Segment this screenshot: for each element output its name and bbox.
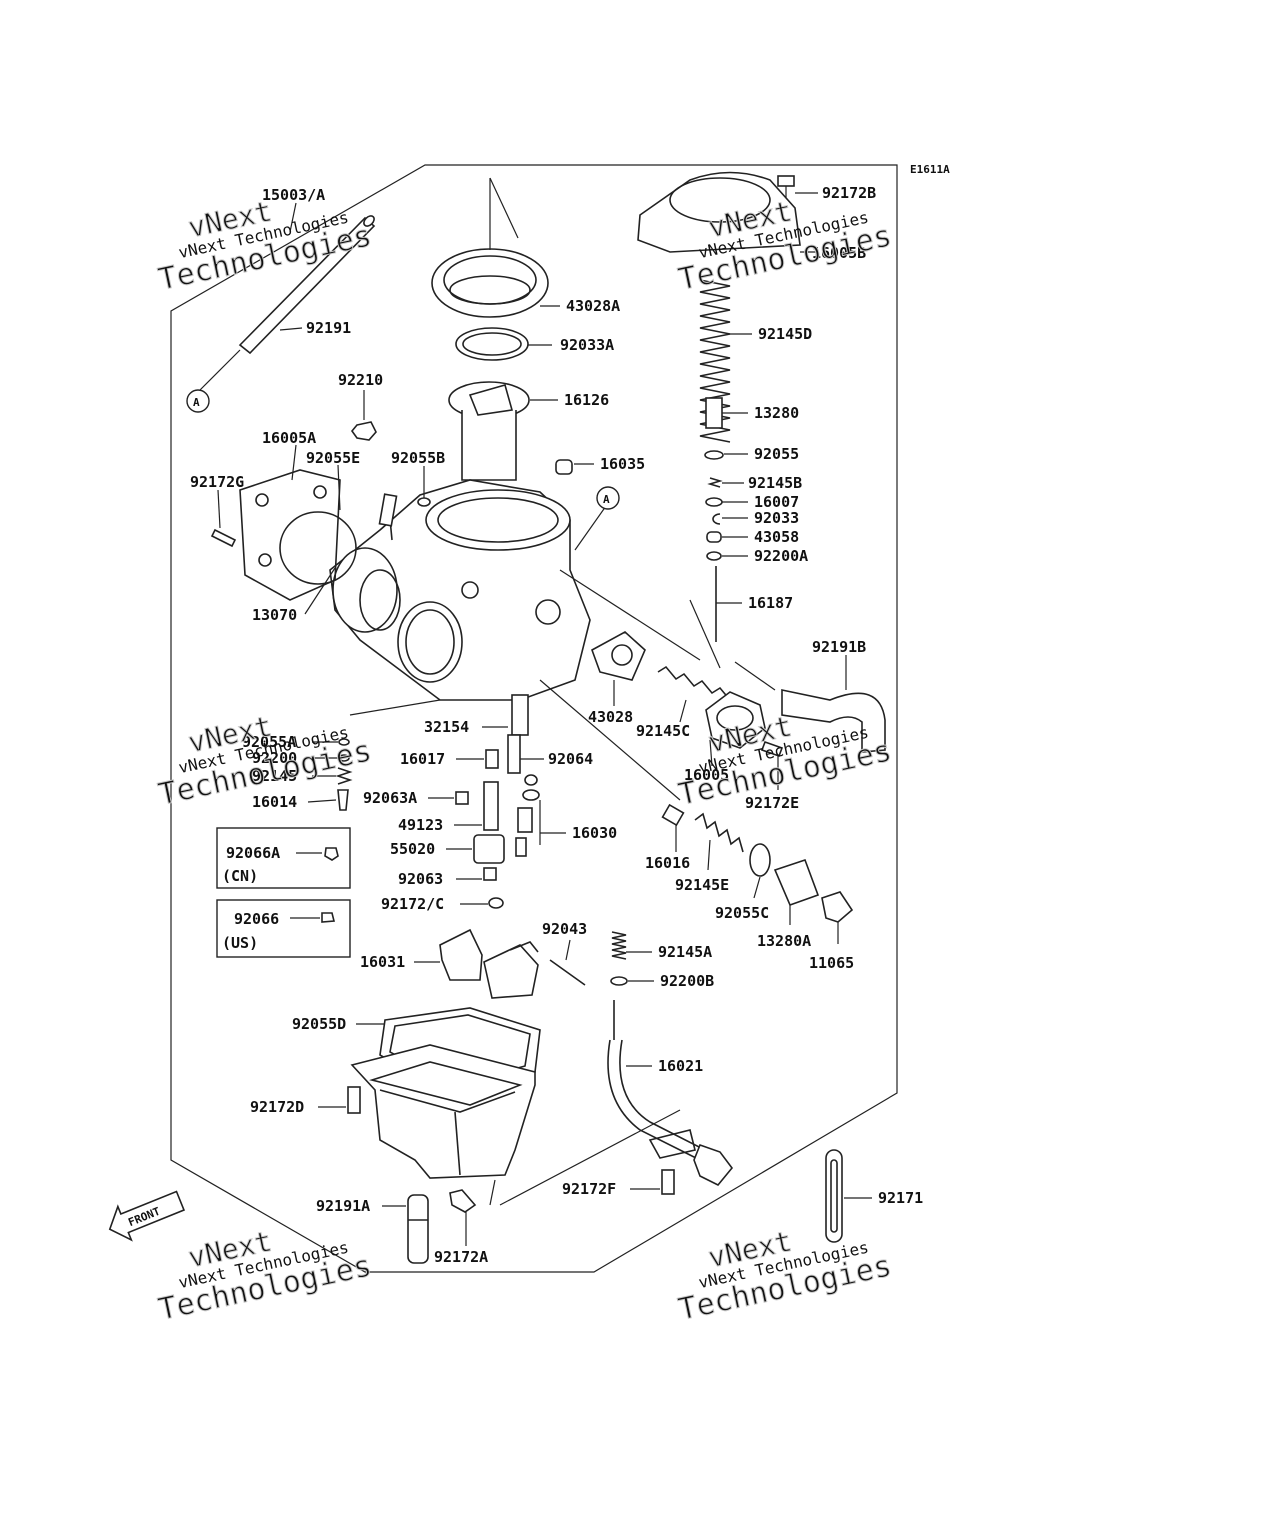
label-92033: 92033: [754, 509, 799, 527]
label-92172g: 92172G: [190, 473, 244, 491]
label-43028a: 43028A: [566, 297, 620, 315]
label-43028: 43028: [588, 708, 633, 726]
label-92033a: 92033A: [560, 336, 614, 354]
assembly-outline: [170, 164, 898, 1273]
variant-us-part: 92066: [234, 910, 279, 928]
callouts: 15003/A 92191 A 92210 16005A 92055E 9205…: [186, 184, 923, 1266]
label-92172e: 92172E: [745, 794, 799, 812]
label-16030: 16030: [572, 824, 617, 842]
label-92172a: 92172A: [434, 1248, 488, 1266]
label-92171: 92171: [878, 1189, 923, 1207]
label-92145d: 92145D: [758, 325, 812, 343]
label-13280a: 13280A: [757, 932, 811, 950]
label-92055: 92055: [754, 445, 799, 463]
variant-box-us: 92066 (US): [216, 899, 351, 958]
label-16126: 16126: [564, 391, 609, 409]
label-a-left: A: [193, 396, 200, 409]
variant-cn-part: 92066A: [226, 844, 280, 862]
variant-us-region: (US): [222, 934, 258, 952]
label-92064: 92064: [548, 750, 593, 768]
label-92172-c: 92172/C: [381, 895, 444, 913]
parts-artwork: [197, 171, 886, 1264]
label-92200a: 92200A: [754, 547, 808, 565]
label-92145c: 92145C: [636, 722, 690, 740]
front-arrow: FRONT: [108, 1190, 186, 1242]
label-16035: 16035: [600, 455, 645, 473]
label-a-right: A: [603, 493, 610, 506]
label-92172b: 92172B: [822, 184, 876, 202]
label-92055e: 92055E: [306, 449, 360, 467]
label-92200: 92200: [252, 749, 297, 767]
label-16007: 16007: [754, 493, 799, 511]
label-16005b: 16005B: [812, 244, 866, 262]
marker-a-left: [186, 389, 210, 413]
label-92172f: 92172F: [562, 1180, 616, 1198]
label-16005a: 16005A: [262, 429, 316, 447]
figure-code: E1611A: [910, 163, 950, 176]
label-15003-a: 15003/A: [262, 186, 325, 204]
variant-cn-region: (CN): [222, 867, 258, 885]
label-92055c: 92055C: [715, 904, 769, 922]
label-16021: 16021: [658, 1057, 703, 1075]
label-16187: 16187: [748, 594, 793, 612]
label-92063: 92063: [398, 870, 443, 888]
label-16014: 16014: [252, 793, 297, 811]
label-55020: 55020: [390, 840, 435, 858]
label-92055d: 92055D: [292, 1015, 346, 1033]
label-92191: 92191: [306, 319, 351, 337]
label-92145b: 92145B: [748, 474, 802, 492]
label-49123: 49123: [398, 816, 443, 834]
label-13070: 13070: [252, 606, 297, 624]
label-16031: 16031: [360, 953, 405, 971]
label-92043: 92043: [542, 920, 587, 938]
label-16005: 16005: [684, 766, 729, 784]
label-92055a: 92055A: [242, 733, 296, 751]
label-16016: 16016: [645, 854, 690, 872]
variant-box-cn: 92066A (CN): [216, 827, 351, 889]
marker-a-right: [596, 486, 620, 510]
label-92145e: 92145E: [675, 876, 729, 894]
label-92055b: 92055B: [391, 449, 445, 467]
label-43058: 43058: [754, 528, 799, 546]
label-92191a: 92191A: [316, 1197, 370, 1215]
label-92172d: 92172D: [250, 1098, 304, 1116]
label-32154: 32154: [424, 718, 469, 736]
watermark-top-left: vNext vNext Technologies Technologies: [155, 194, 375, 298]
label-92200b: 92200B: [660, 972, 714, 990]
label-16017: 16017: [400, 750, 445, 768]
watermark-bottom-right: vNext vNext Technologies Technologies: [675, 1224, 895, 1328]
watermark-bottom-left: vNext vNext Technologies Technologies: [155, 1224, 375, 1328]
label-11065: 11065: [809, 954, 854, 972]
label-92063a: 92063A: [363, 789, 417, 807]
label-92191b: 92191B: [812, 638, 866, 656]
label-92145a: 92145A: [658, 943, 712, 961]
label-13280: 13280: [754, 404, 799, 422]
label-92145: 92145: [252, 767, 297, 785]
label-92210: 92210: [338, 371, 383, 389]
